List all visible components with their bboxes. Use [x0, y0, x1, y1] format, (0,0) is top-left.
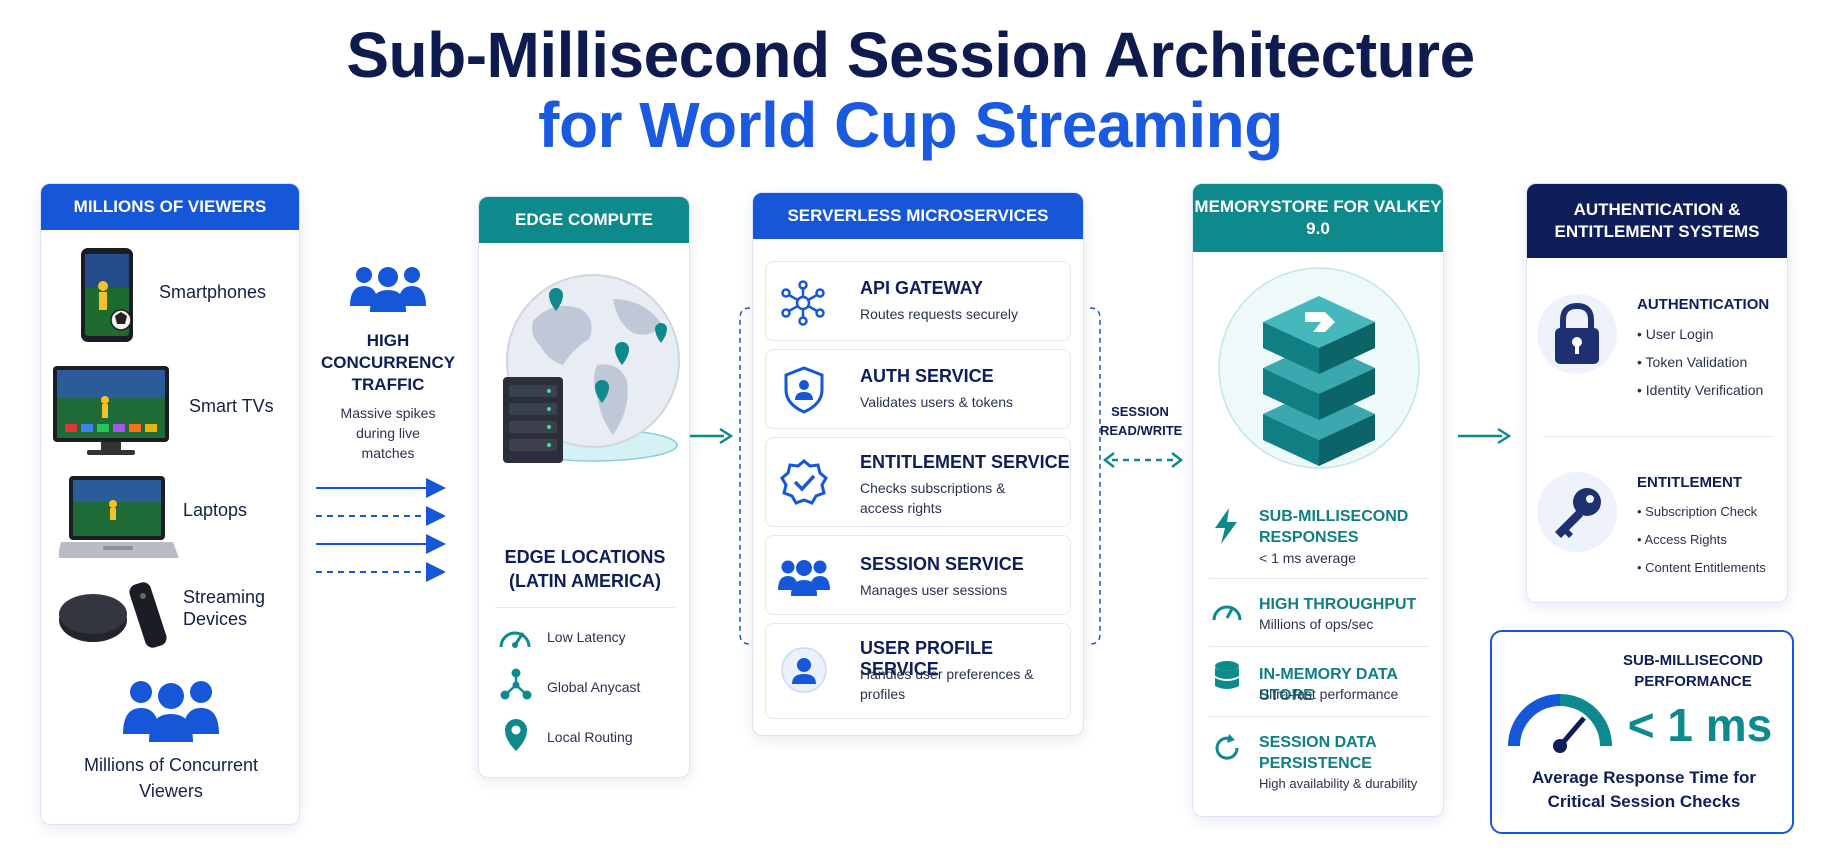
entitlement-title: ENTITLEMENT — [1637, 474, 1742, 491]
location-pin-icon — [505, 719, 527, 751]
edge-compute-panel: EDGE COMPUTE EDGE LOCATIONS (LATIN AMERI… — [478, 196, 690, 778]
performance-description: Average Response Time for Critical Sessi… — [1532, 768, 1756, 811]
memorystore-feature-desc: Ultra-fast performance — [1259, 686, 1399, 702]
service-description: Handles user preferences & profiles — [860, 666, 1034, 702]
edge-feature-low-latency: Low Latency — [547, 629, 626, 645]
session-read-write-arrow — [1102, 452, 1184, 468]
auth-item: • Identity Verification — [1637, 382, 1764, 398]
session-users-icon — [778, 560, 830, 596]
viewers-header: MILLIONS OF VIEWERS — [41, 184, 299, 230]
auth-panel: AUTHENTICATION & ENTITLEMENT SYSTEMS AUT… — [1526, 183, 1788, 603]
user-profile-icon — [781, 647, 827, 693]
serverless-panel: SERVERLESS MICROSERVICES API GATEWAY Rou… — [752, 192, 1084, 736]
memorystore-header: MEMORYSTORE FOR VALKEY 9.0 — [1193, 184, 1443, 252]
service-name: AUTH SERVICE — [860, 366, 994, 386]
memorystore-to-auth-arrow — [1458, 427, 1512, 445]
service-name: ENTITLEMENT SERVICE — [860, 452, 1070, 472]
valkey-stack-icon — [1218, 267, 1420, 469]
database-icon — [1215, 661, 1239, 689]
entitlement-item-text: Access Rights — [1644, 532, 1727, 547]
performance-gauge-icon — [1508, 694, 1612, 753]
device-smartphones: Smartphones — [159, 282, 267, 302]
entitlement-item-text: Content Entitlements — [1645, 560, 1766, 575]
auth-item-text: Token Validation — [1645, 354, 1748, 370]
traffic-users-icon — [350, 267, 426, 312]
service-card-user-profile[interactable]: USER PROFILE SERVICE Handles user prefer… — [765, 623, 1071, 719]
service-card-entitlement[interactable]: ENTITLEMENT SERVICE Checks subscriptions… — [765, 437, 1071, 527]
entitlement-item-text: Subscription Check — [1645, 504, 1758, 519]
traffic-title: HIGH CONCURRENCY TRAFFIC — [320, 331, 456, 394]
service-card-session[interactable]: SESSION SERVICE Manages user sessions — [765, 535, 1071, 615]
service-description: Checks subscriptions & access rights — [860, 480, 1006, 516]
streaming-device-icon — [59, 582, 167, 648]
edge-locations: EDGE LOCATIONS (LATIN AMERICA) — [504, 547, 666, 591]
edge-to-services-arrow — [690, 427, 734, 445]
performance-title: SUB-MILLISECOND PERFORMANCE — [1623, 652, 1763, 690]
memorystore-feature-desc: High availability & durability — [1259, 776, 1418, 791]
auth-item: • User Login — [1637, 326, 1714, 342]
edge-feature-local-routing: Local Routing — [547, 729, 633, 745]
edge-divider — [495, 607, 675, 608]
smart-tv-icon — [53, 366, 169, 455]
memorystore-feature-title: HIGH THROUGHPUT — [1259, 596, 1417, 613]
refresh-icon — [1215, 734, 1239, 760]
device-laptops: Laptops — [183, 500, 248, 520]
memorystore-divider — [1209, 578, 1429, 579]
memorystore-feature-desc: < 1 ms average — [1259, 550, 1356, 566]
services-bracket — [739, 307, 1101, 645]
title-line-1: Sub-Millisecond Session Architecture — [346, 19, 1475, 91]
authentication-title: AUTHENTICATION — [1637, 296, 1770, 313]
memorystore-divider — [1209, 646, 1429, 647]
network-node-icon — [500, 668, 532, 700]
memorystore-feature-title: IN-MEMORY DATA STORE — [1259, 666, 1398, 704]
edge-feature-global-anycast: Global Anycast — [547, 679, 641, 695]
lightning-icon — [1215, 508, 1237, 544]
service-description: Validates users & tokens — [860, 394, 1014, 410]
users-group-icon — [123, 681, 219, 742]
performance-value: < 1 ms — [1627, 699, 1773, 751]
device-streaming-devices: Streaming Devices — [183, 587, 266, 629]
memorystore-feature-desc: Millions of ops/sec — [1259, 616, 1374, 632]
service-name: USER PROFILE SERVICE — [860, 638, 994, 679]
service-card-auth[interactable]: AUTH SERVICE Validates users & tokens — [765, 349, 1071, 429]
service-card-api-gateway[interactable]: API GATEWAY Routes requests securely — [765, 261, 1071, 341]
device-smart-tvs: Smart TVs — [189, 396, 274, 416]
key-icon — [1537, 472, 1617, 552]
viewers-footer: Millions of Concurrent Viewers — [83, 755, 259, 801]
memorystore-panel: MEMORYSTORE FOR VALKEY 9.0 SUB-MILLISECO… — [1192, 183, 1444, 817]
memorystore-feature-title: SUB-MILLISECOND RESPONSES — [1259, 508, 1409, 546]
title-line-2: for World Cup Streaming — [538, 89, 1283, 161]
entitlement-item: • Content Entitlements — [1637, 560, 1766, 575]
service-description: Routes requests securely — [860, 306, 1018, 322]
traffic-description: Massive spikes during live matches — [340, 405, 436, 461]
auth-item-text: Identity Verification — [1645, 382, 1764, 398]
memorystore-divider — [1209, 716, 1429, 717]
laptop-icon — [59, 476, 179, 558]
entitlement-item: • Access Rights — [1637, 532, 1727, 547]
session-read-write-label: SESSION READ/WRITE — [1100, 404, 1183, 438]
performance-box: SUB-MILLISECOND PERFORMANCE < 1 ms Avera… — [1490, 630, 1794, 834]
auth-header: AUTHENTICATION & ENTITLEMENT SYSTEMS — [1527, 184, 1787, 258]
service-description: Manages user sessions — [860, 582, 1008, 598]
serverless-header: SERVERLESS MICROSERVICES — [753, 193, 1083, 239]
viewers-panel: MILLIONS OF VIEWERS Smartphones Smart TV… — [40, 183, 300, 825]
smartphone-icon — [81, 248, 133, 342]
service-name: SESSION SERVICE — [860, 554, 1024, 574]
auth-item-text: User Login — [1645, 326, 1714, 342]
globe-server-icon — [503, 274, 680, 463]
memorystore-feature-title: SESSION DATA PERSISTENCE — [1259, 734, 1377, 772]
shield-user-icon — [784, 366, 824, 414]
api-gateway-icon — [781, 280, 825, 326]
gauge-icon — [1212, 605, 1242, 621]
badge-check-icon — [780, 459, 828, 505]
auth-divider — [1543, 436, 1773, 437]
service-name: API GATEWAY — [860, 278, 984, 298]
entitlement-item: • Subscription Check — [1637, 504, 1758, 519]
auth-item: • Token Validation — [1637, 354, 1748, 370]
padlock-icon — [1537, 294, 1617, 374]
traffic-arrows — [316, 478, 446, 582]
speedometer-icon — [499, 631, 531, 648]
edge-header: EDGE COMPUTE — [479, 197, 689, 243]
